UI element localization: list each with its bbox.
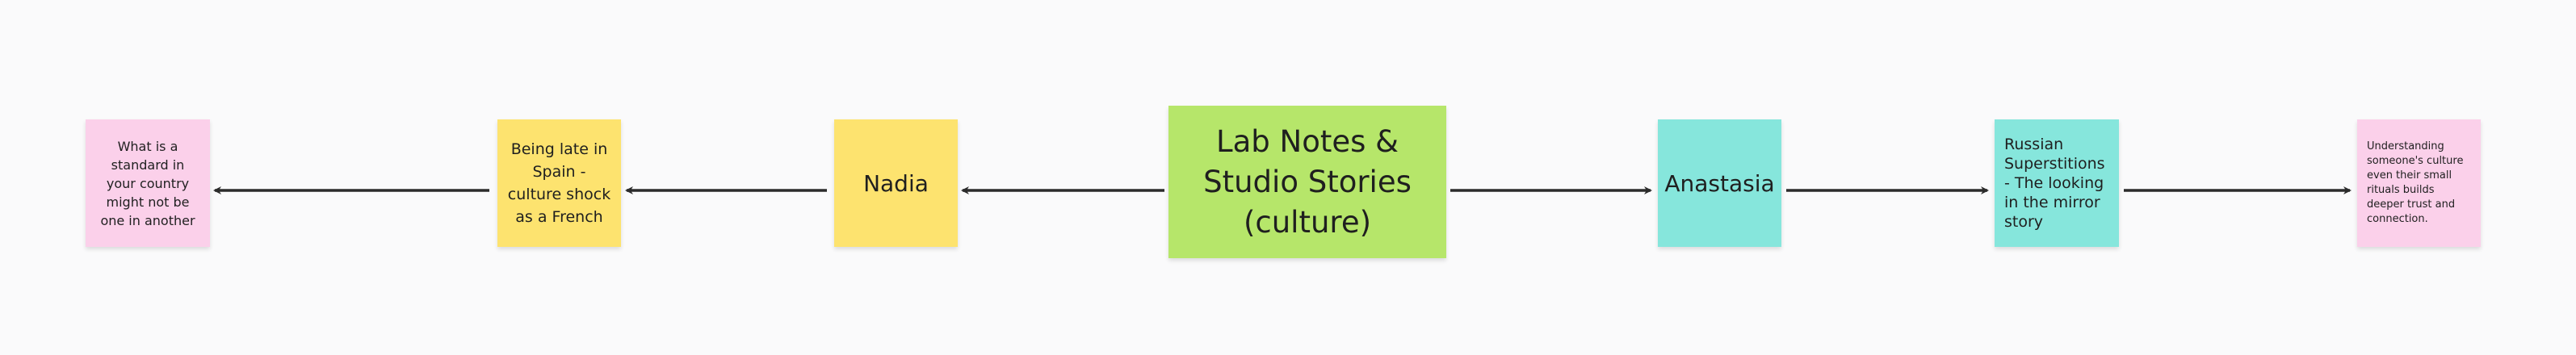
sticky-note-text: What is a standard in your country might…: [100, 138, 195, 228]
person-name: Nadia: [863, 169, 929, 197]
sticky-note-nadia[interactable]: Nadia: [834, 119, 958, 247]
sticky-note-being-late[interactable]: Being late in Spain - culture shock as a…: [497, 119, 621, 247]
sticky-note-russian-superstitions[interactable]: Russian Superstitions - The looking in t…: [1995, 119, 2119, 247]
person-name: Anastasia: [1664, 169, 1775, 197]
central-topic-note[interactable]: Lab Notes & Studio Stories (culture): [1168, 106, 1446, 258]
sticky-note-text: Being late in Spain - culture shock as a…: [507, 140, 611, 226]
central-topic-title: Lab Notes & Studio Stories (culture): [1203, 123, 1412, 240]
sticky-note-text: Russian Superstitions - The looking in t…: [2004, 136, 2105, 231]
sticky-note-standard-reflection[interactable]: What is a standard in your country might…: [86, 119, 210, 247]
sticky-note-understanding-reflection[interactable]: Understanding someone's culture even the…: [2357, 119, 2481, 247]
sticky-note-anastasia[interactable]: Anastasia: [1658, 119, 1781, 247]
sticky-note-text: Understanding someone's culture even the…: [2367, 140, 2464, 225]
